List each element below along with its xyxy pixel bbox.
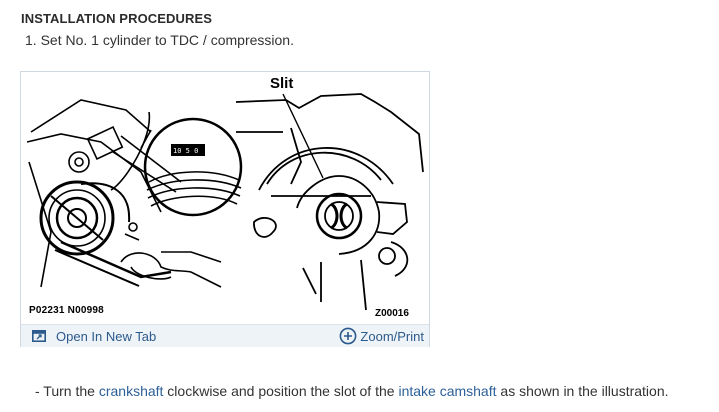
engine-front-drawing [26, 99, 243, 288]
open-new-tab-icon [32, 330, 46, 342]
svg-text:10 5 0: 10 5 0 [173, 147, 198, 155]
figure-illustration[interactable]: 10 5 0 [21, 72, 429, 322]
open-new-tab-button[interactable]: Open In New Tab [32, 327, 156, 345]
note-text-2: clockwise and position the slot of the [163, 383, 399, 399]
intake-camshaft-link[interactable]: intake camshaft [398, 383, 497, 399]
note-bullet: - [35, 383, 40, 399]
open-new-tab-label: Open In New Tab [56, 328, 157, 344]
slit-label: Slit [270, 75, 294, 92]
zoom-plus-icon [340, 327, 357, 345]
note-text-3: as shown in the illustration. [496, 383, 669, 399]
timing-mark-scale: 10 5 0 [171, 144, 205, 156]
section-heading: INSTALLATION PROCEDURES [21, 11, 213, 26]
step-text: 1. Set No. 1 cylinder to TDC / compressi… [25, 32, 294, 48]
crankshaft-link[interactable]: crankshaft [98, 383, 164, 399]
figure-ref-right: Z00016 [375, 308, 409, 319]
instruction-note: - Turn the crankshaft clockwise and posi… [35, 383, 669, 399]
figure-toolbar: Open In New Tab Zoom/Print [21, 324, 429, 347]
note-text-1: Turn the [39, 383, 99, 399]
slit-leader-line [282, 93, 324, 179]
zoom-print-button[interactable]: Zoom/Print [339, 327, 424, 345]
camshaft-drawing [235, 93, 424, 311]
figure-container: 10 5 0 Slit P02231 N00998 Z00016 [20, 71, 430, 347]
figure-ref-left: P02231 N00998 [29, 305, 104, 316]
zoom-print-label: Zoom/Print [360, 328, 424, 344]
